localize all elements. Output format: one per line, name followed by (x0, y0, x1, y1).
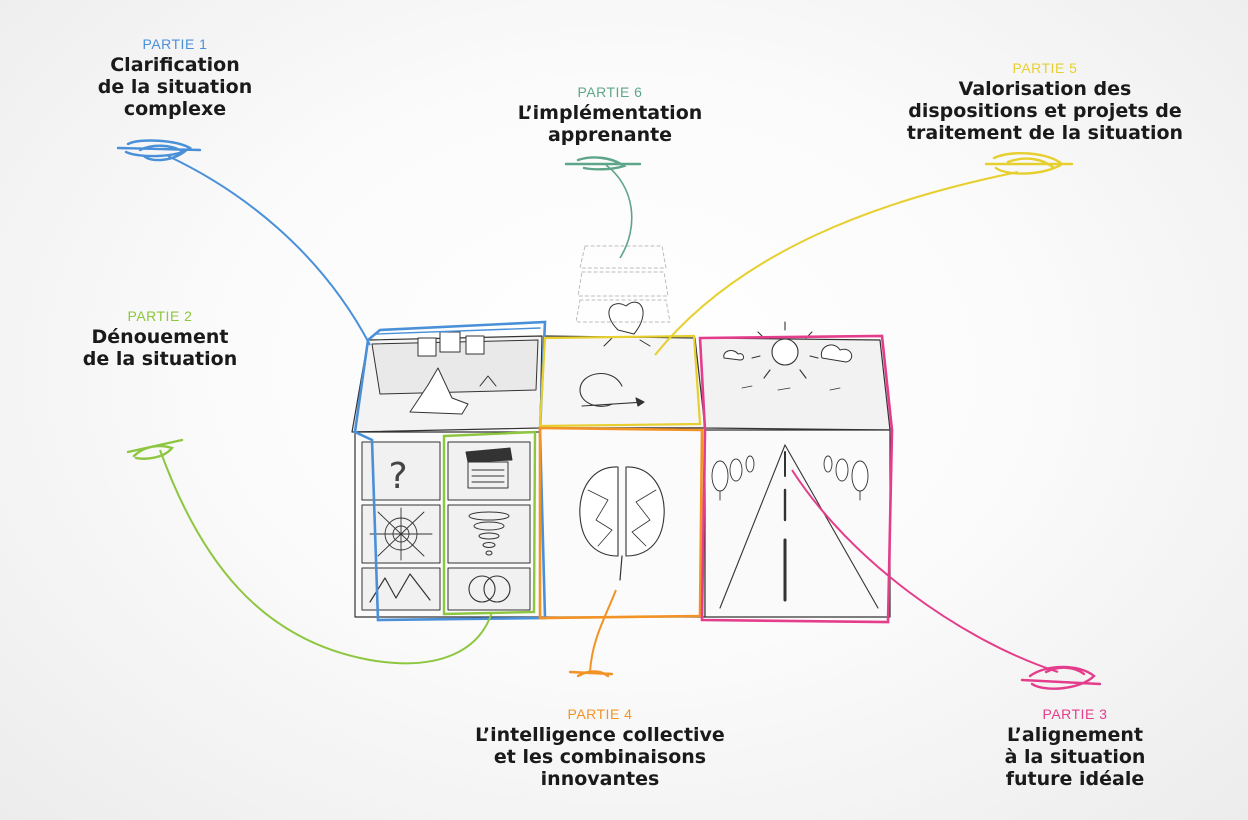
outline-part4 (538, 426, 704, 620)
label-part2: PARTIE 2 Dénouement de la situation (50, 308, 270, 370)
road-icon (719, 444, 879, 609)
part-number: PARTIE 4 (567, 706, 633, 722)
spider-web-icon (369, 507, 433, 561)
label-part6: PARTIE 6 L’implémentation apprenante (500, 84, 720, 146)
scribble-part3 (1020, 665, 1102, 690)
tile-rings (447, 567, 531, 611)
scribble-part5 (984, 152, 1074, 175)
tree-icons (711, 455, 869, 501)
cloud-icon (723, 344, 853, 363)
part-number: PARTIE 1 (142, 36, 208, 52)
part-title: L’implémentation apprenante (517, 102, 703, 146)
tile-mountain-lines (361, 567, 441, 611)
tile-tornado (447, 504, 531, 564)
outline-part6 (538, 334, 702, 428)
part-title: Clarification de la situation complexe (97, 54, 253, 120)
part-title: Valorisation des dispositions et projets… (906, 78, 1184, 144)
zigzag-icon (369, 573, 431, 603)
interlocking-rings-icon (468, 575, 511, 603)
iceberg-puzzle-icon (409, 331, 497, 415)
part-title: L’intelligence collective et les combina… (475, 724, 725, 790)
scribble-part1 (116, 139, 202, 162)
connector-part3 (791, 469, 1059, 673)
cube-illustration: ? (351, 245, 891, 618)
scribble-part4 (568, 670, 614, 678)
label-part1: PARTIE 1 Clarification de la situation c… (70, 36, 280, 120)
clapperboard-icon (465, 447, 513, 489)
scribble-part6 (564, 156, 642, 171)
tornado-icon (468, 511, 510, 556)
part-title: Dénouement de la situation (82, 326, 238, 370)
connector-part5 (654, 171, 1019, 356)
tile-question: ? (361, 441, 441, 501)
outline-part2 (442, 430, 537, 616)
outline-part3 (698, 334, 894, 624)
heart-sprout-icon (603, 301, 651, 347)
label-part5: PARTIE 5 Valorisation des dispositions e… (880, 60, 1210, 144)
part-title: L’alignement à la situation future idéal… (1004, 724, 1146, 790)
scribble-part2 (126, 438, 184, 460)
brain-icon (579, 466, 665, 581)
question-mark-icon: ? (388, 456, 407, 497)
part-number: PARTIE 2 (127, 308, 193, 324)
connector-part2 (159, 449, 493, 665)
ghost-layers (575, 245, 671, 323)
connector-part1 (167, 155, 371, 346)
cycle-arrow-icon (579, 372, 645, 407)
tile-clapperboard (447, 441, 531, 501)
connector-part6 (605, 164, 633, 259)
part-number: PARTIE 3 (1042, 706, 1108, 722)
grass-marks (741, 385, 841, 391)
label-part4: PARTIE 4 L’intelligence collective et le… (425, 706, 775, 790)
part-number: PARTIE 5 (1012, 60, 1078, 76)
connector-part4 (589, 589, 617, 673)
label-part3: PARTIE 3 L’alignement à la situation fut… (960, 706, 1190, 790)
part-number: PARTIE 6 (577, 84, 643, 100)
